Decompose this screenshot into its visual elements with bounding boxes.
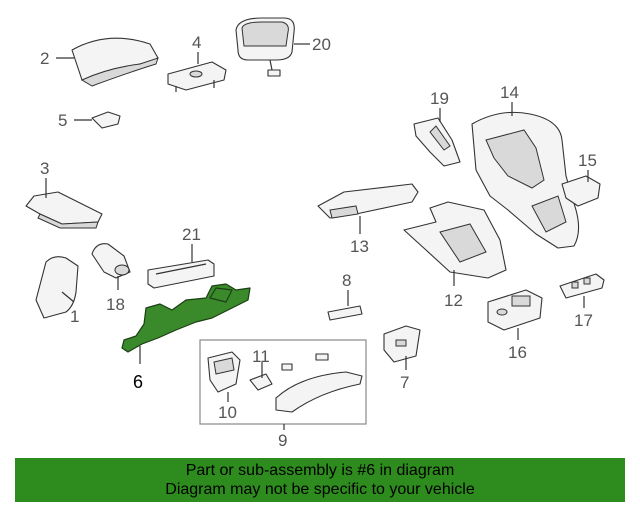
part-6-reinforcement-highlighted[interactable] (121, 283, 251, 353)
callout-17[interactable]: 17 (574, 311, 593, 330)
part-21-module[interactable] (147, 259, 215, 289)
callout-7[interactable]: 7 (400, 373, 409, 392)
callout-14[interactable]: 14 (500, 83, 519, 102)
callout-1[interactable]: 1 (70, 307, 79, 326)
part-19-vent[interactable] (413, 117, 461, 167)
callout-20[interactable]: 20 (312, 35, 331, 54)
part-20-storage-bin[interactable] (235, 17, 295, 77)
callout-11[interactable]: 11 (252, 347, 270, 366)
part-12-storage-tray[interactable] (403, 201, 507, 279)
info-banner: Part or sub-assembly is #6 in diagram Di… (15, 458, 625, 502)
assembly-9-box (199, 339, 367, 425)
part-3-trim-panel[interactable] (25, 191, 103, 229)
part-7-bracket[interactable] (383, 325, 421, 363)
callout-13[interactable]: 13 (350, 237, 369, 256)
leader-1 (61, 291, 75, 303)
part-1-side-panel[interactable] (35, 256, 79, 319)
banner-line-2: Diagram may not be specific to your vehi… (165, 481, 475, 498)
callout-16[interactable]: 16 (508, 343, 527, 362)
part-8-bracket[interactable] (327, 305, 363, 321)
part-2-armrest-pad[interactable] (71, 37, 159, 87)
callout-15[interactable]: 15 (578, 151, 597, 170)
part-5-clip[interactable] (91, 111, 121, 129)
part-4-bracket[interactable] (167, 61, 227, 92)
callout-10[interactable]: 10 (218, 403, 237, 422)
callout-2[interactable]: 2 (40, 49, 49, 68)
callout-12[interactable]: 12 (444, 291, 463, 310)
callout-4[interactable]: 4 (192, 33, 201, 52)
part-16-control-unit[interactable] (487, 289, 543, 331)
callout-9[interactable]: 9 (278, 431, 287, 450)
callout-18[interactable]: 18 (106, 295, 125, 314)
callout-3[interactable]: 3 (40, 159, 49, 178)
part-11-clips[interactable] (249, 353, 363, 413)
part-15-switch[interactable] (561, 175, 601, 207)
callout-19[interactable]: 19 (430, 89, 449, 108)
callout-6[interactable]: 6 (133, 372, 143, 392)
parts-diagram: 2 4 20 5 3 18 1 (25, 17, 605, 450)
callout-21[interactable]: 21 (182, 225, 201, 244)
part-10-pocket[interactable] (207, 351, 241, 393)
part-13-mounting-panel[interactable] (317, 183, 419, 219)
callout-5[interactable]: 5 (58, 111, 67, 130)
banner-line-1: Part or sub-assembly is #6 in diagram (185, 462, 455, 479)
part-18-air-duct[interactable] (91, 243, 131, 279)
part-14-center-console[interactable] (471, 111, 580, 249)
callout-8[interactable]: 8 (342, 271, 351, 290)
part-17-switch-strip[interactable] (559, 273, 605, 299)
